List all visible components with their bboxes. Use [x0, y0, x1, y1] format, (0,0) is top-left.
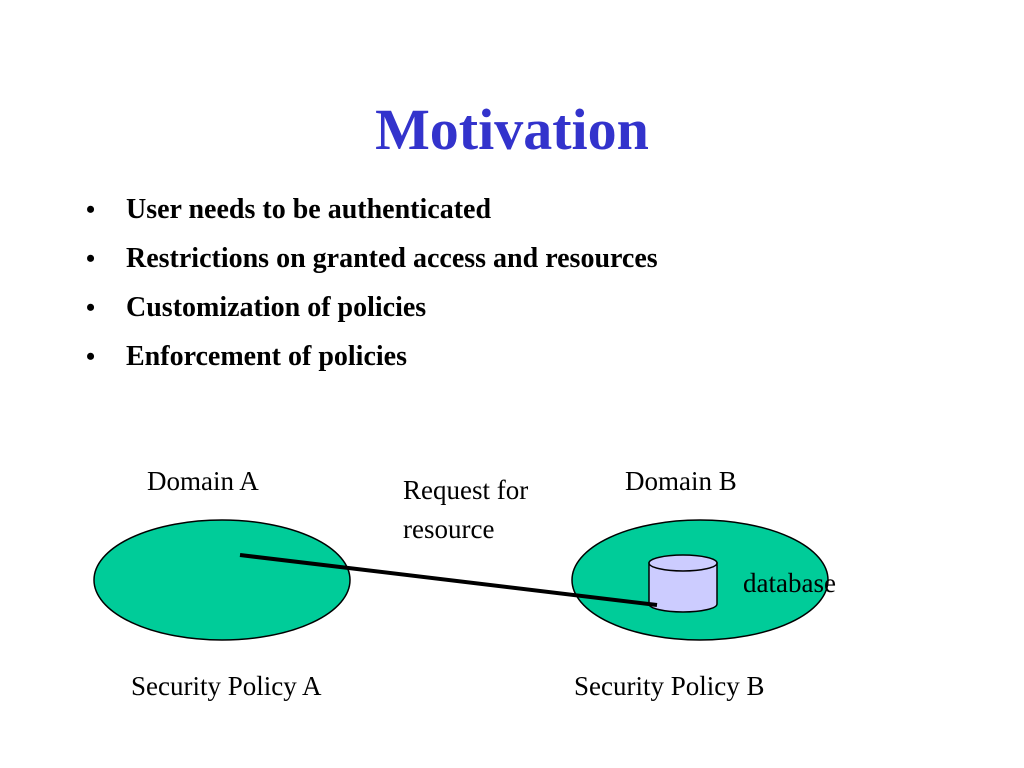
security-policy-a-label: Security Policy A [131, 671, 322, 701]
bullet-marker: • [86, 342, 96, 371]
domain-a-label: Domain A [147, 466, 259, 496]
security-policy-b-label: Security Policy B [574, 671, 765, 701]
domain-b-label: Domain B [625, 466, 737, 496]
bullet-item: • Enforcement of policies [86, 341, 658, 390]
domain-a-ellipse [93, 519, 351, 641]
bullet-marker: • [86, 293, 96, 322]
database-cylinder-top [648, 554, 718, 572]
bullet-text: Customization of policies [126, 292, 427, 323]
bullet-item: • User needs to be authenticated [86, 194, 658, 243]
request-label-line2: resource [403, 514, 495, 544]
database-cylinder-body [648, 562, 718, 613]
bullet-marker: • [86, 244, 96, 273]
database-cylinder-icon [648, 554, 718, 613]
bullet-list: • User needs to be authenticated • Restr… [86, 194, 658, 390]
request-label-line1: Request for [403, 475, 529, 505]
bullet-item: • Restrictions on granted access and res… [86, 243, 658, 292]
bullet-text: Restrictions on granted access and resou… [126, 243, 658, 274]
slide-title: Motivation [375, 97, 649, 162]
bullet-marker: • [86, 195, 96, 224]
bullet-text: Enforcement of policies [126, 341, 407, 372]
bullet-text: User needs to be authenticated [126, 194, 492, 225]
database-label: database [743, 568, 836, 598]
bullet-item: • Customization of policies [86, 292, 658, 341]
request-connector-line [239, 553, 658, 607]
